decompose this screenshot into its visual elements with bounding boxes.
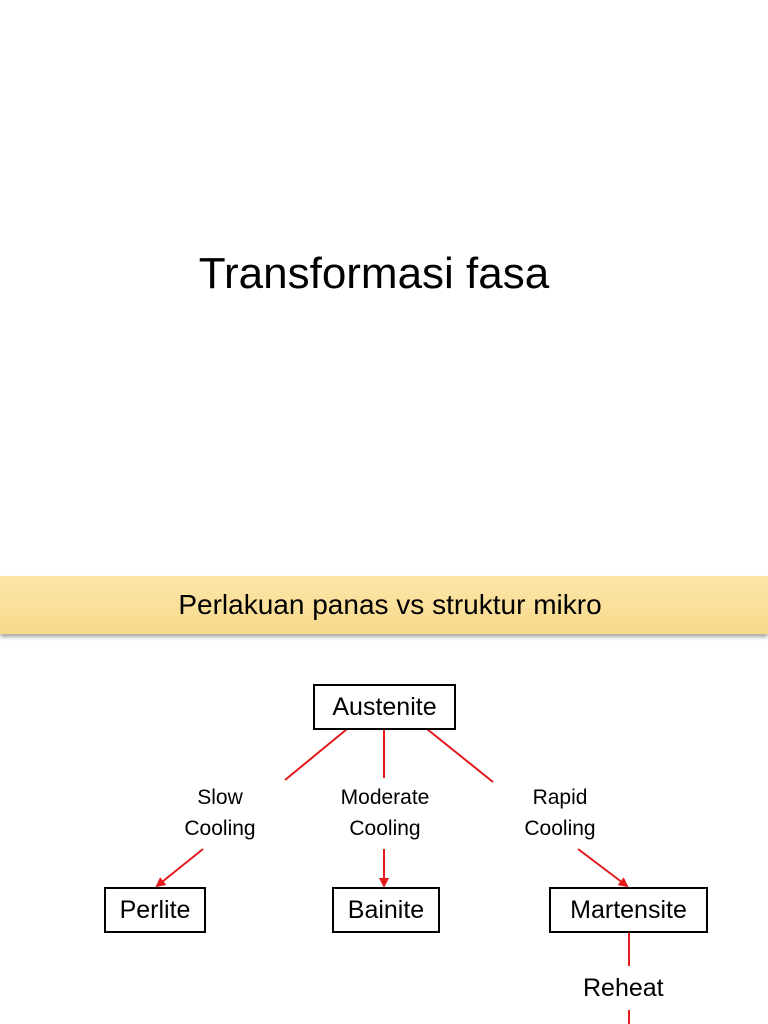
edge-label-moderate-cooling: Moderate Cooling xyxy=(315,782,455,844)
slow-label-line1: Slow xyxy=(197,786,243,809)
edge-label-rapid-cooling: Rapid Cooling xyxy=(500,782,620,844)
slide-title: Transformasi fasa xyxy=(198,249,550,298)
rapid-cooling-arrow xyxy=(577,848,629,888)
slow-cooling-arrow xyxy=(155,848,204,888)
moderate-label-line2: Cooling xyxy=(349,817,421,840)
edge-label-reheat: Reheat xyxy=(583,974,664,1002)
slow-label-line2: Cooling xyxy=(184,817,256,840)
moderate-label-line1: Moderate xyxy=(340,786,430,809)
node-martensite: Martensite xyxy=(549,887,708,933)
rapid-label-line2: Cooling xyxy=(524,817,596,840)
section-banner: Perlakuan panas vs struktur mikro xyxy=(0,576,768,634)
node-perlite: Perlite xyxy=(104,887,206,933)
edge-label-slow-cooling: Slow Cooling xyxy=(160,782,280,844)
banner-title: Perlakuan panas vs struktur mikro xyxy=(178,589,602,620)
slow-cooling-line-upper xyxy=(284,728,348,781)
node-bainite: Bainite xyxy=(332,887,440,933)
rapid-label-line1: Rapid xyxy=(532,786,588,809)
rapid-cooling-line-upper xyxy=(426,728,494,783)
node-austenite: Austenite xyxy=(313,684,456,730)
